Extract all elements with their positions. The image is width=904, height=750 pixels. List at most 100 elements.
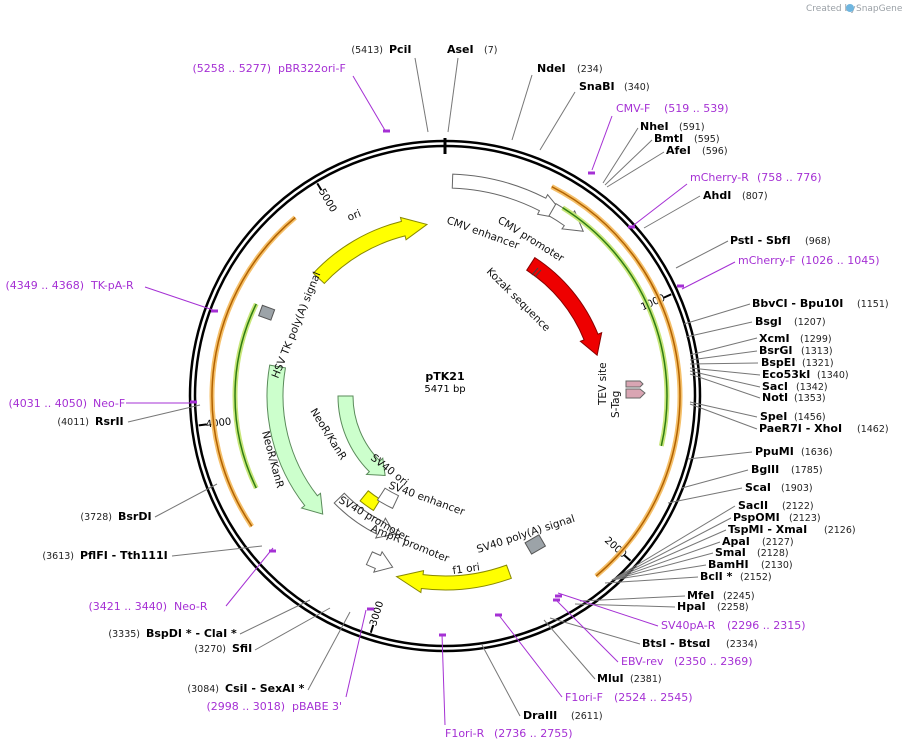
enzyme-apai[interactable]: ApaI(2127) [722,535,794,548]
primer-cmv-f[interactable]: CMV-F(519 .. 539) [616,102,729,115]
svg-text:(5258 .. 5277): (5258 .. 5277) [192,62,271,75]
snapgene-logo-icon [846,4,854,12]
svg-text:SV40pA-R: SV40pA-R [661,619,716,632]
sv40-enhancer-box[interactable] [376,487,400,510]
svg-text:PaeR7I - XhoI: PaeR7I - XhoI [759,422,842,435]
enzyme-xcmi[interactable]: XcmI(1299) [759,332,832,345]
enzyme-rsrii[interactable]: (4011)RsrII [57,415,123,428]
svg-text:(1026 .. 1045): (1026 .. 1045) [801,254,880,267]
svg-text:(2130): (2130) [761,560,793,571]
enzyme-bsrgi[interactable]: BsrGI(1313) [759,344,833,357]
neor-kanr-outer-arrow[interactable] [266,364,324,515]
enzyme-bbvci-bpu10i[interactable]: BbvCI - Bpu10I(1151) [752,297,889,310]
tev-site-arrow[interactable] [625,380,644,388]
leader-line [352,75,387,133]
leader-line [606,151,665,188]
primer-mcherry-r[interactable]: mCherry-R(758 .. 776) [690,171,822,184]
enzyme-pflfi-tth111i[interactable]: (3613)PflFI - Tth111I [42,549,167,562]
enzyme-mfei[interactable]: MfeI(2245) [687,589,755,602]
enzyme-smai[interactable]: SmaI(2128) [715,546,789,559]
enzyme-bsrdi[interactable]: (3728)BsrDI [80,510,151,523]
tick-label-3000: 3000 [368,600,386,628]
svg-text:Neo-R: Neo-R [174,600,208,613]
tick-label-5000: 5000 [316,187,339,214]
svg-text:(2127): (2127) [762,537,794,548]
ori-arrow[interactable] [312,216,429,285]
svg-text:(2611): (2611) [571,711,603,722]
enzyme-hpai[interactable]: HpaI(2258) [677,600,749,613]
primer-tk-pa-r[interactable]: (4349 .. 4368)TK-pA-R [5,279,134,292]
enzyme-csii-sexai[interactable]: (3084)CsiI - SexAI * [187,682,304,695]
primer-binding-mark [439,633,446,637]
primer-pbabe-3[interactable]: (2998 .. 3018)pBABE 3' [206,700,342,713]
svg-text:(1785): (1785) [791,465,823,476]
svg-text:(1903): (1903) [781,483,813,494]
features [209,173,683,594]
enzyme-bamhi[interactable]: BamHI(2130) [708,558,793,571]
enzyme-bspei[interactable]: BspEI(1321) [761,356,834,369]
enzyme-draiii[interactable]: DraIII(2611) [523,709,603,722]
svg-text:(807): (807) [742,191,768,202]
leader-line [611,564,707,581]
enzyme-ahdi[interactable]: AhdI(807) [703,189,768,202]
enzyme-btsi[interactable]: BtsI - BtsαI(2334) [642,637,758,650]
leader-line [557,592,659,627]
enzyme-ppumi[interactable]: PpuMI(1636) [755,445,833,458]
enzyme-sfii[interactable]: (3270)SfiI [194,642,252,655]
enzyme-psti-sbfi[interactable]: PstI - SbfI(968) [730,234,831,247]
leader-line [611,541,721,581]
enzyme-bglii[interactable]: BglII(1785) [751,463,823,476]
hsv-tk-polya-box[interactable] [258,304,276,321]
sv40-polya-box[interactable] [524,534,547,555]
enzyme-pspomi[interactable]: PspOMI(2123) [733,511,821,524]
primer-pbr322ori-f[interactable]: (5258 .. 5277)pBR322ori-F [192,62,345,75]
f1-ori-arrow[interactable] [395,564,512,594]
sv40-polya-label: SV40 poly(A) signal [475,513,576,556]
enzyme-afei[interactable]: AfeI(596) [666,144,728,157]
leader-line [549,617,641,645]
sv40-promoter-arrow[interactable] [333,492,396,539]
enzyme-snabi[interactable]: SnaBI(340) [579,80,650,93]
leader-line [154,483,218,518]
svg-text:mCherry-F: mCherry-F [738,254,796,267]
enzyme-sacii[interactable]: SacII(2122) [738,499,814,512]
enzyme-mlui[interactable]: MluI(2381) [597,672,662,685]
primer-neo-r[interactable]: (3421 .. 3440)Neo-R [88,600,207,613]
leader-line [447,57,459,133]
primer-neo-f[interactable]: (4031 .. 4050)Neo-F [8,397,125,410]
enzyme-eco53ki[interactable]: Eco53kI(1340) [762,368,849,381]
enzyme-bcli[interactable]: BclI *(2152) [700,570,772,583]
enzyme-scai[interactable]: ScaI(1903) [745,481,813,494]
primer-ebv-rev[interactable]: EBV-rev(2350 .. 2369) [621,655,753,668]
enzyme-bspdi-clai[interactable]: (3335)BspDI * - ClaI * [108,627,237,640]
svg-text:RsrII: RsrII [95,415,124,428]
tev-site-label: TEV site [597,362,609,406]
enzyme-asei[interactable]: AseI(7) [447,43,497,56]
primer-sv40pa-r[interactable]: SV40pA-R(2296 .. 2315) [661,619,806,632]
leader-line [611,517,732,581]
primer-binding-mark [269,549,276,553]
ampr-promoter-arrow[interactable] [365,550,394,573]
plasmid-size: 5471 bp [424,384,465,395]
svg-text:SmaI: SmaI [715,546,746,559]
enzyme-paer7i-xhoi[interactable]: PaeR7I - XhoI(1462) [759,422,889,435]
enzyme-pcii[interactable]: (5413)PciI [351,43,411,56]
mcherry-arrow[interactable] [526,256,603,357]
svg-text:PciI: PciI [389,43,411,56]
s-tag-arrow[interactable] [625,388,646,399]
neor-kanr-inner-arrow[interactable] [337,395,386,476]
enzyme-bmti[interactable]: BmtI(595) [654,132,720,145]
enzyme-tspmi-xmai[interactable]: TspMI - XmaI(2126) [728,523,856,536]
enzyme-ndei[interactable]: NdeI(234) [537,62,603,75]
primer-mcherry-f[interactable]: mCherry-F (1026 .. 1045) [738,254,880,267]
enzyme-spei[interactable]: SpeI(1456) [760,410,826,423]
f1-ori-label: f1 ori [452,561,481,577]
svg-text:BtsI - BtsαI: BtsI - BtsαI [642,637,710,650]
enzyme-saci[interactable]: SacI(1342) [762,380,828,393]
enzyme-bsgi[interactable]: BsgI(1207) [755,315,826,328]
primer-f1ori-r[interactable]: F1ori-R(2736 .. 2755) [445,727,573,740]
enzyme-noti[interactable]: NotI(1353) [762,391,826,404]
enzyme-nhei[interactable]: NheI(591) [640,120,705,133]
primer-f1ori-f[interactable]: F1ori-F(2524 .. 2545) [565,691,693,704]
